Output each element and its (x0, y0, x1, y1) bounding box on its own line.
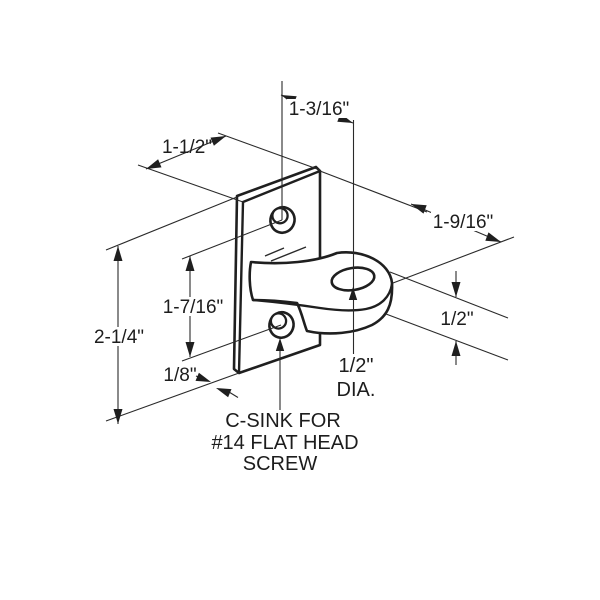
dimension-arrowheads (113, 95, 501, 424)
label-bg (93, 327, 145, 346)
note-line-2: #14 FLAT HEAD (211, 432, 358, 454)
arrow-down-left-icon (146, 159, 162, 169)
dimension-labels: 1-3/16" 1-1/2" 1-9/16" 1-7/16" 2-1/4" 1/… (93, 99, 495, 401)
lower-countersink-hole (268, 310, 295, 340)
dim-hole-spacing-label: 1-7/16" (163, 297, 224, 318)
dim-plate-height-label: 2-1/4" (94, 327, 144, 348)
dim-hole-diameter-label: 1/2" (339, 355, 374, 377)
dim-lug-reach-label: 1-9/16" (433, 212, 494, 233)
arrow-down-right-icon (485, 232, 501, 242)
arrow-up-icon (275, 338, 285, 351)
lug-top-face-edge (251, 282, 394, 312)
arrow-up-left-icon (411, 204, 427, 214)
dim-plate-width-label: 1-1/2" (162, 137, 212, 158)
arrow-down-icon (113, 409, 123, 424)
dim-hole-offset-label: 1-3/16" (289, 99, 350, 120)
label-bg (431, 212, 495, 231)
dim-plate-thickness-label: 1/8" (163, 365, 196, 386)
arrow-up-icon (348, 287, 358, 300)
dim-hole-diameter-suffix-label: DIA. (337, 379, 376, 401)
surface-break-marks (264, 246, 307, 262)
countersink-note: C-SINK FOR #14 FLAT HEAD SCREW (211, 410, 358, 475)
arrow-left-icon (216, 388, 232, 398)
note-line-1: C-SINK FOR (225, 410, 341, 432)
arrow-up-icon (185, 256, 195, 271)
arrow-down-icon (451, 282, 461, 297)
arrow-up-right-icon (210, 136, 226, 146)
arrow-up-icon (113, 246, 123, 261)
dim-lug-thickness-label: 1/2" (440, 309, 473, 330)
label-bg (287, 99, 351, 118)
label-bg (161, 297, 225, 316)
note-line-3: SCREW (243, 453, 318, 475)
arrow-down-icon (185, 342, 195, 357)
arrow-up-icon (451, 341, 461, 356)
arrow-right-icon (195, 372, 211, 382)
